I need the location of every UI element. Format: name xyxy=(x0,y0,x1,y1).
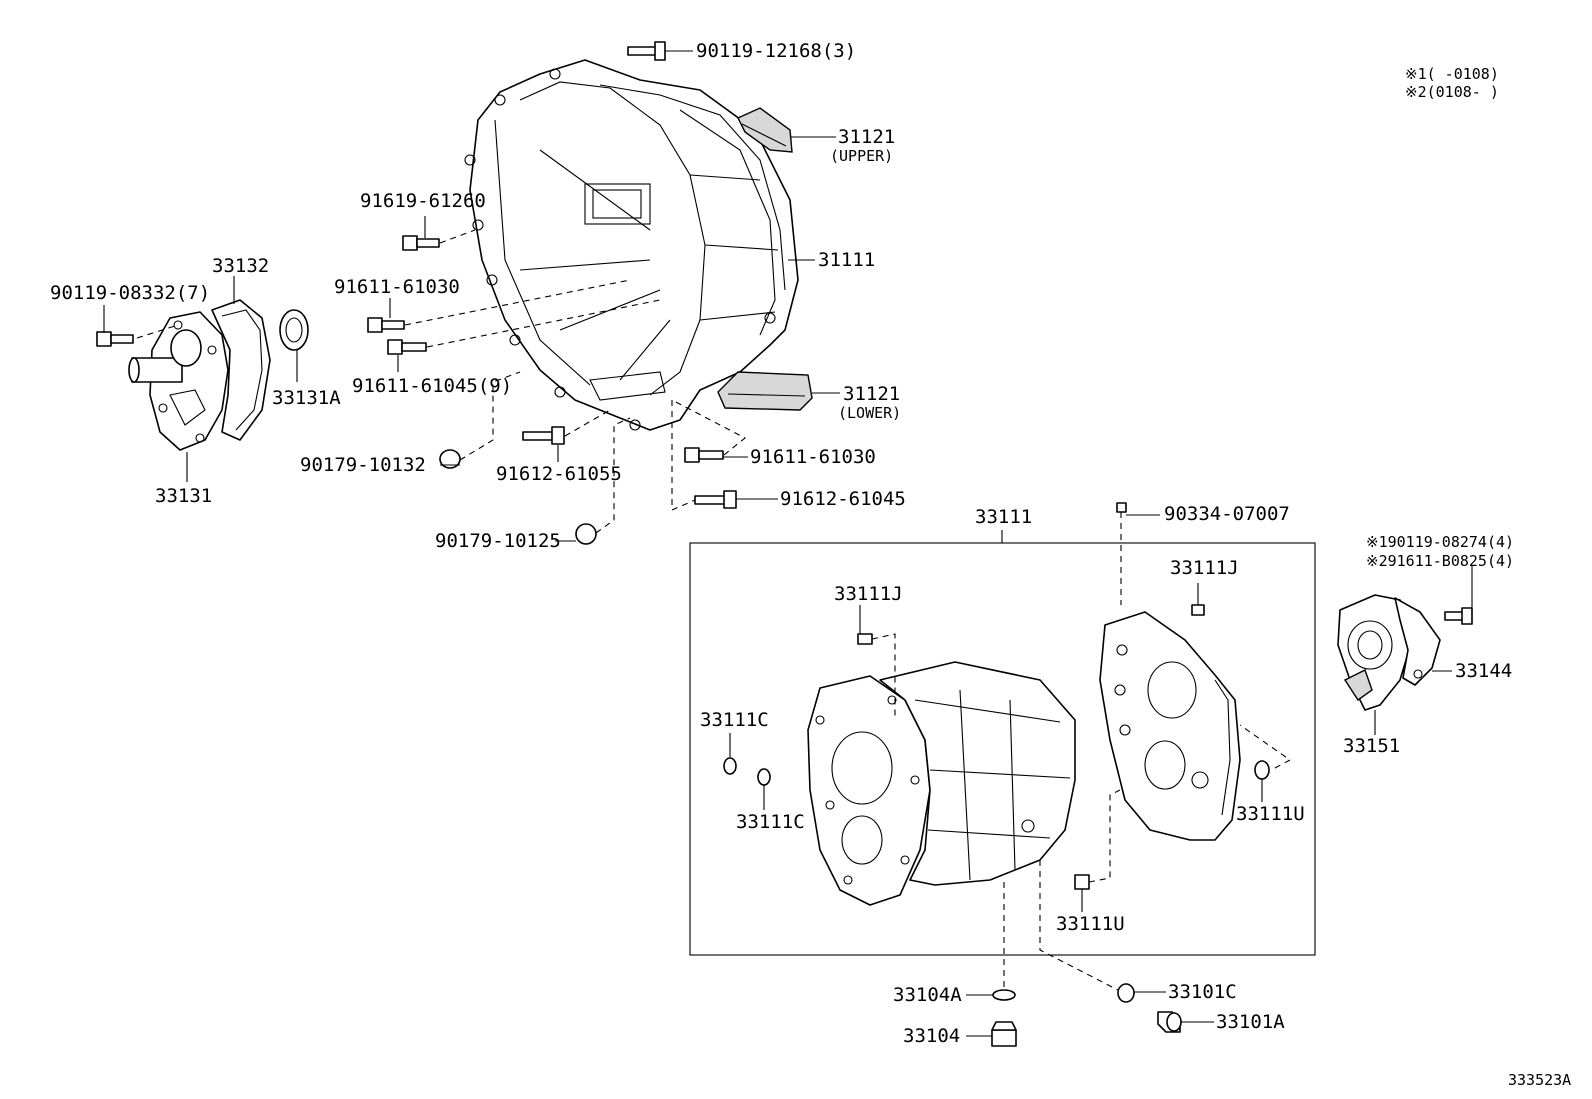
transmission-case-part[interactable] xyxy=(807,661,1076,906)
cover-upper-part[interactable] xyxy=(737,107,793,153)
label-91611-61045: 91611-61045(9) xyxy=(352,375,512,397)
oil-seal-part[interactable] xyxy=(279,309,309,351)
label-lower: (LOWER) xyxy=(838,404,901,422)
label-91611-b0825: ※291611-B0825(4) xyxy=(1366,552,1514,570)
adapter-plate-part[interactable] xyxy=(1099,611,1241,841)
label-33111: 33111 xyxy=(975,506,1032,528)
label-33132: 33132 xyxy=(212,255,269,277)
rear-cover-part[interactable] xyxy=(1337,594,1413,711)
label-90334-07007: 90334-07007 xyxy=(1164,503,1290,525)
dowel-33111j-left[interactable] xyxy=(857,633,873,645)
label-33131a: 33131A xyxy=(272,387,341,409)
label-90119-08274: ※190119-08274(4) xyxy=(1366,533,1514,551)
label-33111j-right: 33111J xyxy=(1170,557,1239,579)
label-33111c-b: 33111C xyxy=(736,811,805,833)
dowel-33111c-a[interactable] xyxy=(723,757,737,775)
bolt-91612-61045[interactable] xyxy=(694,490,737,509)
nut-90179-10132[interactable] xyxy=(439,449,461,469)
gasket-part[interactable] xyxy=(211,299,271,441)
switch-33101a[interactable] xyxy=(1157,1011,1182,1033)
label-33101a: 33101A xyxy=(1216,1011,1285,1033)
label-91611-61030-b: 91611-61030 xyxy=(750,446,876,468)
label-31111: 31111 xyxy=(818,249,875,271)
label-91619-61260: 91619-61260 xyxy=(360,190,486,212)
note-2: ※2(0108- ) xyxy=(1405,83,1499,101)
label-33104a: 33104A xyxy=(893,984,962,1006)
bolt-90119-08274[interactable] xyxy=(1444,607,1473,625)
label-31121-upper: 31121 xyxy=(838,126,895,148)
bolt-91611-61030-b[interactable] xyxy=(684,447,724,463)
label-33111u-b: 33111U xyxy=(1056,913,1125,935)
plug-33104[interactable] xyxy=(991,1021,1017,1047)
label-90119-08332: 90119-08332(7) xyxy=(50,282,210,304)
bolt-91611-61045[interactable] xyxy=(387,339,427,355)
label-33144: 33144 xyxy=(1455,660,1512,682)
bolt-90119-08332[interactable] xyxy=(96,331,134,347)
bolt-91612-61055[interactable] xyxy=(522,426,565,445)
gasket-33104a[interactable] xyxy=(992,989,1016,1001)
dowel-33111j-right[interactable] xyxy=(1191,604,1205,616)
label-33101c: 33101C xyxy=(1168,981,1237,1003)
bracket-33144[interactable] xyxy=(1394,597,1441,686)
dowel-33111c-b[interactable] xyxy=(757,768,771,786)
plug-90334-07007[interactable] xyxy=(1116,502,1127,513)
diagram-id: 333523A xyxy=(1508,1071,1571,1089)
label-33111j-left: 33111J xyxy=(834,583,903,605)
cover-lower-part[interactable] xyxy=(717,371,813,411)
label-91612-61045: 91612-61045 xyxy=(780,488,906,510)
label-upper: (UPPER) xyxy=(830,147,893,165)
bearing-retainer-part[interactable] xyxy=(128,311,229,451)
label-33131: 33131 xyxy=(155,485,212,507)
dowel-33111u-a[interactable] xyxy=(1254,760,1270,780)
dowel-33111u-b[interactable] xyxy=(1074,874,1090,890)
label-91611-61030-a: 91611-61030 xyxy=(334,276,460,298)
note-1: ※1( -0108) xyxy=(1405,65,1499,83)
label-33104: 33104 xyxy=(903,1025,960,1047)
bolt-91619-61260[interactable] xyxy=(402,235,440,251)
clutch-housing-part[interactable] xyxy=(464,59,799,431)
label-33111u-a: 33111U xyxy=(1236,803,1305,825)
label-90119-12168: 90119-12168(3) xyxy=(696,40,856,62)
label-31121-lower: 31121 xyxy=(843,383,900,405)
bolt-91611-61030-a[interactable] xyxy=(367,317,405,333)
label-33111c-a: 33111C xyxy=(700,709,769,731)
nut-90179-10125[interactable] xyxy=(575,523,597,545)
gasket-33101c[interactable] xyxy=(1117,983,1135,1003)
label-90179-10132: 90179-10132 xyxy=(300,454,426,476)
bolt-90119-12168[interactable] xyxy=(627,41,666,61)
label-90179-10125: 90179-10125 xyxy=(435,530,561,552)
label-91612-61055: 91612-61055 xyxy=(496,463,622,485)
label-33151: 33151 xyxy=(1343,735,1400,757)
